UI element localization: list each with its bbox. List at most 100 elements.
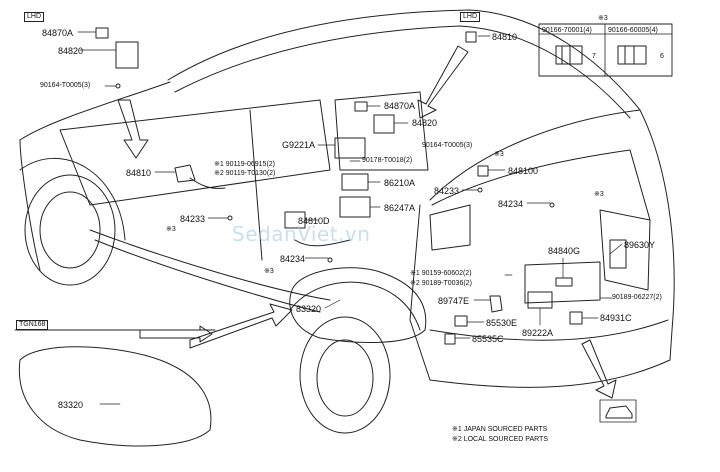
rear-wheel-arch (289, 281, 421, 331)
footnote-local-sourced: ※2 LOCAL SOURCED PARTS (452, 436, 548, 443)
label-84870A-top: 84870A (42, 28, 74, 38)
rear-hatch-glass (431, 149, 651, 221)
label-star3-left: ※3 (166, 226, 176, 233)
front-wheel (24, 174, 116, 286)
arrow-bumper (581, 339, 617, 399)
label-84820-mid: 84820 (412, 118, 438, 128)
rear-wheel-inner (316, 339, 374, 417)
comp-86210A (341, 173, 369, 191)
cable-84810D (294, 239, 351, 247)
clip-6-icon (617, 45, 647, 65)
label-84233-upper: 84233 (434, 186, 460, 196)
rear-hatch-top (429, 109, 641, 201)
comp-89222A (527, 291, 553, 309)
label-89747E: 89747E (438, 296, 470, 306)
door-window (59, 99, 331, 206)
door-window-2 (334, 91, 429, 171)
tag-tgn168: TGN168 (16, 320, 49, 330)
cable-84810-left (189, 177, 226, 189)
label-83320-main: 83320 (296, 304, 322, 314)
leader-89630Y (609, 243, 623, 255)
comp-84810-right (465, 31, 477, 43)
roof-line (167, 9, 641, 111)
screw-84234-right (549, 202, 555, 208)
label-84234-right: 84234 (498, 199, 524, 209)
arrow-tgn (139, 325, 213, 343)
comp-84820-mid (373, 114, 395, 134)
label-90164-mid: 90164-T0005(3) (422, 142, 473, 149)
screw-84233-upper (477, 187, 483, 193)
label-90189-06227: 90189-06227(2) (612, 294, 662, 301)
table-col2-num: 6 (660, 53, 664, 60)
table-col1-num: 7 (592, 53, 596, 60)
table-mark: ※3 (598, 15, 608, 22)
arrow-right-down (417, 45, 469, 119)
comp-85530E (454, 315, 468, 327)
tail-lamp-left (429, 204, 471, 251)
label-83320-tgn: 83320 (58, 400, 84, 410)
label-85530E: 85530E (486, 318, 518, 328)
label-84810-left: 84810 (126, 168, 152, 178)
label-848100: 848100 (508, 166, 539, 176)
table-col1-part: 90166-70001(4) (542, 27, 592, 34)
comp-89747E (489, 295, 503, 313)
tgn-fuel-tank (18, 346, 212, 447)
hatch-side (409, 204, 431, 381)
tag-lhd-right: LHD (460, 12, 481, 22)
screw-84233-left (227, 215, 233, 221)
leader-83320-main (324, 299, 341, 309)
label-star3-upper: ※3 (494, 151, 504, 158)
label-89630Y: 89630Y (624, 240, 656, 250)
table-col2-part: 90166-60005(4) (608, 27, 658, 34)
label-star3-right: ※3 (594, 191, 604, 198)
footnote-japan-sourced: ※1 JAPAN SOURCED PARTS (452, 426, 548, 433)
label-star3-mid: ※3 (264, 268, 274, 275)
comp-84931C (569, 311, 583, 325)
label-89222A: 89222A (522, 328, 554, 338)
comp-84870A-mid (354, 101, 368, 112)
fuel-tank (289, 267, 427, 343)
rear-right-edge (639, 109, 675, 361)
comp-84870A-top (95, 27, 109, 39)
arrow-tank (189, 303, 293, 349)
table-frame (538, 23, 673, 77)
comp-84810-left (174, 164, 196, 183)
vehicle-icon (605, 405, 633, 419)
label-86210A: 86210A (384, 178, 416, 188)
roof-inner-line (174, 25, 631, 119)
watermark: SedanViet.vn (232, 222, 371, 246)
side-body-upper (19, 81, 171, 141)
comp-86247A (339, 196, 371, 218)
screw-90164-left (115, 83, 121, 89)
tail-lamp-right (599, 209, 651, 291)
label-85535C: 85535C (472, 334, 504, 344)
front-wheel-arch (19, 158, 126, 241)
label-90189-T0036: ※2 90189-T0036(2) (410, 280, 472, 287)
label-90119-T0130: ※2 90119-T0130(2) (214, 170, 276, 177)
rear-wheel (299, 316, 391, 434)
label-84810D: 84810D (298, 216, 330, 226)
clip-7-icon (555, 45, 583, 65)
comp-848100 (477, 165, 489, 177)
arrow-left-down (117, 99, 149, 159)
label-90119-06915: ※1 90119-06915(2) (214, 161, 276, 168)
label-84234-left: 84234 (280, 254, 306, 264)
hatch-bottom (429, 359, 671, 388)
comp-84840G (555, 277, 573, 287)
comp-85535C (444, 333, 456, 345)
license-recess (524, 261, 601, 304)
front-wheel-inner (39, 191, 101, 269)
rear-bumper (429, 319, 669, 341)
label-84820-top: 84820 (58, 46, 84, 56)
label-90178: 90178-T0018(2) (362, 157, 413, 164)
tag-lhd-left: LHD (24, 12, 45, 22)
label-84810-right: 84810 (492, 32, 518, 42)
label-84931C: 84931C (600, 313, 632, 323)
door-line-1 (19, 139, 41, 271)
label-84870A-mid: 84870A (384, 101, 416, 111)
label-90164-left: 90164-T0005(3) (40, 82, 91, 89)
screw-84234-left (327, 257, 333, 263)
rocker-2 (94, 239, 321, 313)
